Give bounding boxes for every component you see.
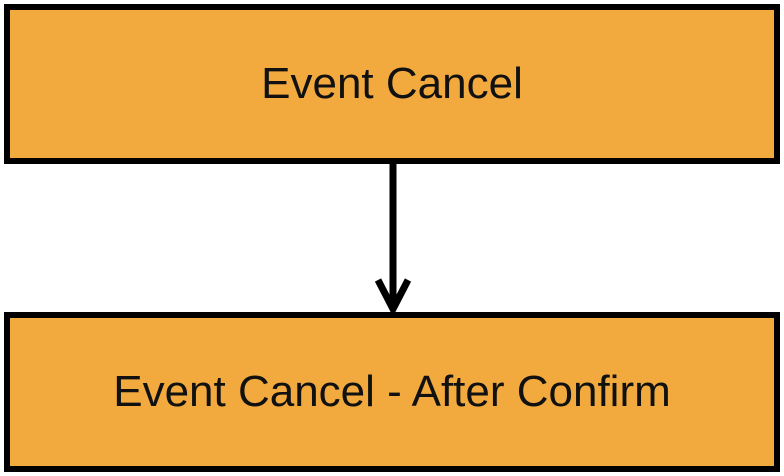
node-label: Event Cancel - After Confirm — [113, 367, 671, 416]
diagram-node-event-cancel: Event Cancel — [4, 4, 780, 164]
connector-arrow-head — [374, 278, 412, 317]
diagram-node-event-cancel-after-confirm: Event Cancel - After Confirm — [4, 312, 780, 472]
node-label: Event Cancel — [261, 59, 523, 108]
